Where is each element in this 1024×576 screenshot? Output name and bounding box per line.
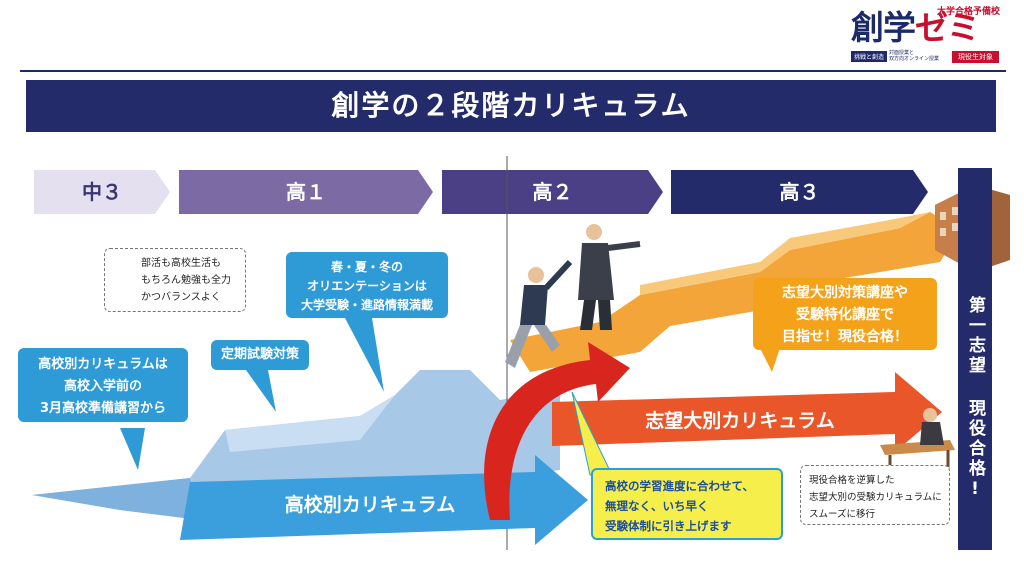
page-title: 創学の２段階カリキュラム: [331, 89, 691, 122]
grade-label-ko3: 高３: [779, 180, 820, 204]
shift-arrow: [484, 342, 630, 520]
tail-special: [760, 348, 780, 372]
grade-chevron-ko1: [179, 170, 433, 214]
final-goal-text: 第一志望 現役合格!: [965, 296, 985, 502]
grade-chevron-chu3: [34, 170, 170, 214]
final-goal-bar: 第一志望 現役合格!: [958, 168, 992, 550]
callout-reverse-note: 現役合格を逆算した 志望大別の受験カリキュラムに スムーズに移行: [800, 465, 950, 525]
callout-club-note: 部活も高校生活も もちろん勉強も全力 かつバランスよく: [104, 248, 246, 312]
school-curriculum-label: 高校別カリキュラム: [284, 494, 456, 516]
grade-label-ko2: 高２: [532, 180, 573, 204]
logo-badge-mid: 対面授業と 双方向オンライン授業: [889, 50, 940, 62]
stairs-orange-light: [640, 212, 930, 295]
tail-orientation: [345, 318, 384, 392]
callout-special-course: 志望大別対策講座や 受験特化講座で 目指せ！現役合格！: [753, 278, 937, 350]
logo-wordmark: 創学ゼミ: [851, 8, 980, 47]
logo-badge-left: 挑戦と創造: [851, 51, 888, 62]
grade-chevron-ko3: [671, 170, 928, 214]
callout-shift-note: 高校の学習進度に合わせて、 無理なく、いち早く 受験体制に引き上げます: [591, 468, 783, 540]
stairs-orange: [510, 212, 960, 372]
title-banner: 創学の２段階カリキュラム: [26, 80, 996, 132]
header-divider: [20, 70, 1006, 72]
businessman-climbing-icon: [505, 259, 573, 368]
callout-exam-prep: 定期試験対策: [211, 340, 309, 370]
grade-chevron-ko2: [442, 170, 663, 214]
callout-prep-course: 高校別カリキュラムは 高校入学前の 3月高校準備講習から: [18, 348, 188, 422]
stairs-blue-face: [32, 478, 200, 520]
grade-label-chu3: 中３: [82, 180, 122, 204]
logo-badge-right: 現役生対象: [952, 51, 999, 63]
callout-orientation: 春・夏・冬の オリエンテーションは 大学受験・進路情報満載: [286, 252, 448, 318]
target-curriculum-arrow: [552, 372, 942, 452]
businessman-standing-icon: [578, 224, 641, 330]
stairs-top: [225, 395, 395, 452]
logo-tagline: 大学合格予備校: [937, 7, 1001, 17]
target-curriculum-label: 志望大別カリキュラム: [645, 410, 835, 432]
tail-prep: [120, 428, 145, 470]
brand-logo: 創学ゼミ 大学合格予備校 挑戦と創造 対面授業と 双方向オンライン授業 現役生対…: [845, 4, 1015, 66]
grade-label-ko1: 高１: [286, 180, 326, 204]
tail-exam: [246, 370, 276, 412]
